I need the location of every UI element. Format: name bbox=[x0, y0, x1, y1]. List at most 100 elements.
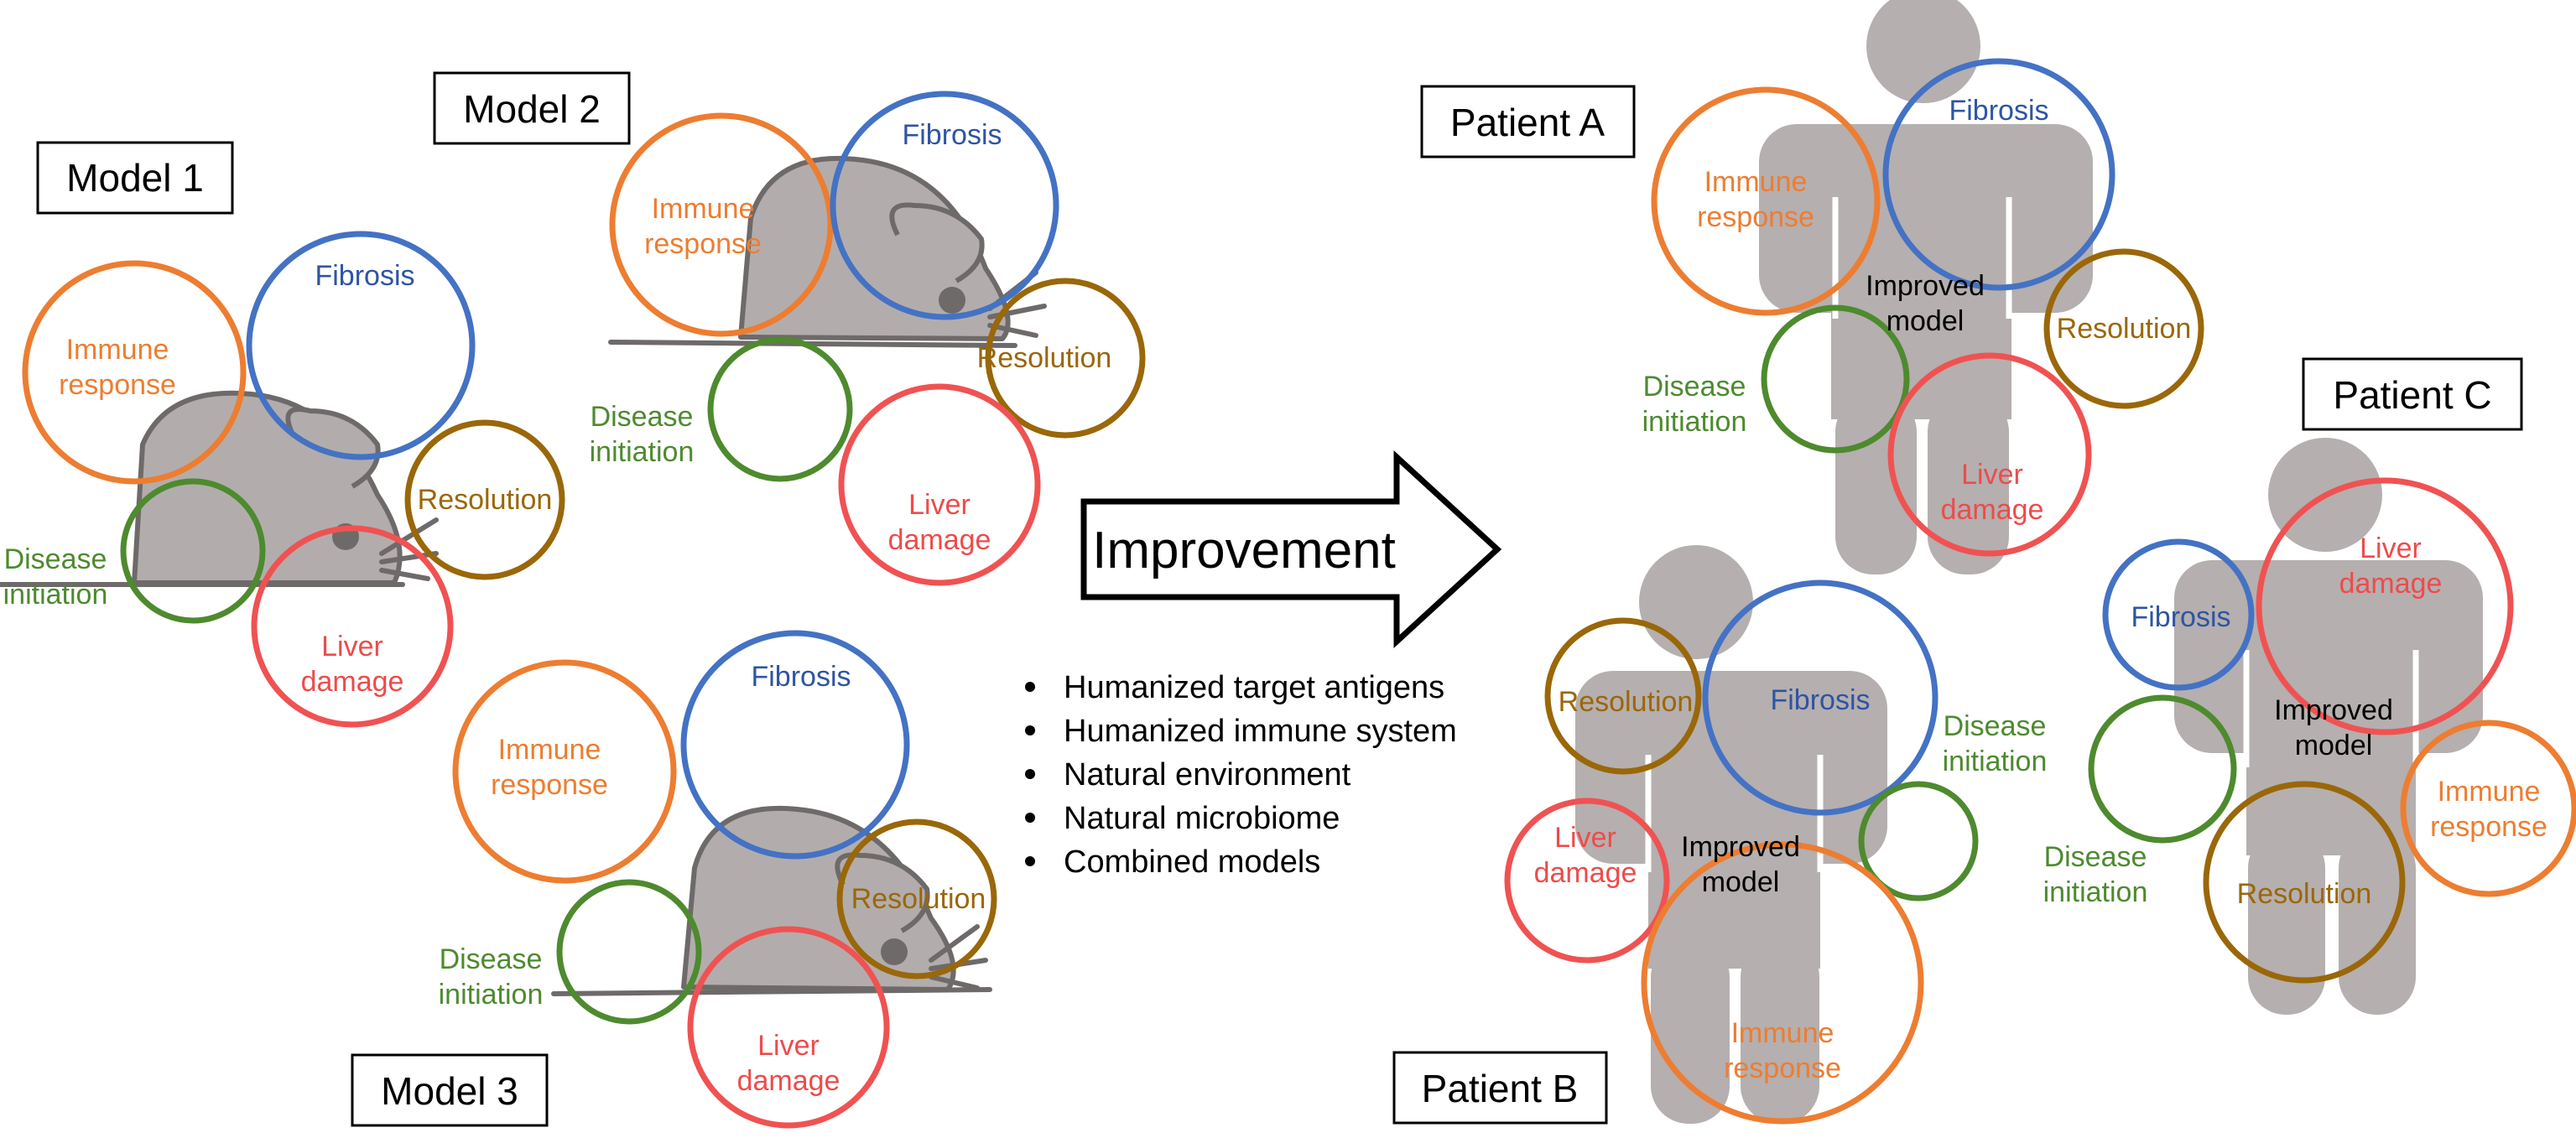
patient-a-disease-circle bbox=[1761, 304, 1910, 454]
patient-c-immune-label-1: Immune bbox=[2438, 776, 2541, 808]
patient-a-title: Patient A bbox=[1450, 101, 1605, 144]
patient-c-disease-label-2: initiation bbox=[2043, 876, 2148, 908]
patient-a-human-icon bbox=[1759, 0, 2093, 574]
model-3-mouse-icon bbox=[551, 805, 992, 996]
model-2-immune-label-2: response bbox=[644, 228, 762, 260]
patient-c-disease-label-1: Disease bbox=[2044, 841, 2147, 873]
patient-a-resolution-label: Resolution bbox=[2057, 313, 2192, 345]
model-1-fibrosis-label: Fibrosis bbox=[315, 260, 414, 292]
patient-c-fibrosis-label: Fibrosis bbox=[2131, 601, 2230, 633]
model-1-immune-circle bbox=[22, 260, 247, 485]
patient-a-immune-circle bbox=[1651, 86, 1881, 316]
patient-b-disease-label-2: initiation bbox=[1943, 746, 2048, 777]
patient-a-group: Patient A Improved model Immune response… bbox=[1420, 0, 2204, 574]
patient-c-liver-label-2: damage bbox=[2339, 568, 2443, 600]
patient-b-fibrosis-label: Fibrosis bbox=[1770, 684, 1870, 716]
improvement-arrow: Improvement bbox=[1080, 450, 1502, 648]
model-2-disease-label-2: initiation bbox=[590, 436, 695, 468]
patient-a-liver-label-1: Liver bbox=[1961, 459, 2023, 491]
patient-b-group: Patient B Improved model Resolution Fibr… bbox=[1392, 545, 2048, 1125]
patient-b-title-box bbox=[1392, 1051, 1608, 1125]
model-2-immune-label-1: Immune bbox=[652, 193, 755, 225]
model-2-liver-label-1: Liver bbox=[908, 489, 971, 521]
model-2-title: Model 2 bbox=[463, 87, 601, 131]
model-2-fibrosis-circle bbox=[830, 91, 1059, 320]
model-3-immune-circle bbox=[452, 659, 677, 884]
patient-c-disease-circle bbox=[2088, 694, 2237, 844]
model-3-resolution-label: Resolution bbox=[851, 883, 986, 915]
patient-a-improved-label-1: Improved bbox=[1866, 270, 1985, 302]
model-2-disease-label-1: Disease bbox=[591, 401, 694, 433]
improvement-label: Improvement bbox=[1092, 522, 1396, 579]
patient-b-resolution-label: Resolution bbox=[1559, 686, 1694, 718]
patient-b-liver-circle bbox=[1504, 798, 1670, 964]
patient-a-immune-label-2: response bbox=[1697, 201, 1814, 233]
patient-a-resolution-circle bbox=[2043, 248, 2204, 409]
model-3-liver-circle bbox=[687, 926, 890, 1129]
patient-b-human-icon bbox=[1575, 545, 1887, 1124]
bullet-item-2: Humanized immune system bbox=[1064, 714, 1457, 749]
patient-c-improved-label-1: Improved bbox=[2274, 694, 2393, 726]
model-2-liver-circle bbox=[838, 383, 1041, 586]
model-1-resolution-label: Resolution bbox=[418, 484, 553, 516]
patient-a-improved-label-2: model bbox=[1886, 305, 1965, 337]
patient-b-disease-label-1: Disease bbox=[1944, 710, 2047, 742]
model-3-title: Model 3 bbox=[381, 1069, 518, 1113]
model-3-disease-label-2: initiation bbox=[439, 979, 544, 1011]
patient-c-resolution-label: Resolution bbox=[2237, 878, 2372, 910]
model-3-fibrosis-circle bbox=[680, 630, 910, 860]
patient-c-group: Patient C Improved model Fibrosis Liver … bbox=[2043, 357, 2576, 1015]
patient-a-fibrosis-circle bbox=[1882, 58, 2115, 291]
model-3-disease-circle bbox=[556, 879, 702, 1025]
patient-b-immune-label-2: response bbox=[1724, 1052, 1841, 1084]
bullet-item-3: Natural environment bbox=[1064, 757, 1351, 792]
patient-c-resolution-circle bbox=[2203, 781, 2406, 984]
model-1-liver-label-1: Liver bbox=[321, 631, 383, 663]
model-3-immune-label-2: response bbox=[491, 769, 608, 801]
model-2-group: Model 2 Immune response Fibrosis Resolut… bbox=[433, 71, 1146, 586]
model-3-fibrosis-label: Fibrosis bbox=[751, 661, 851, 693]
patient-c-liver-circle bbox=[2256, 477, 2514, 735]
model-3-title-box bbox=[351, 1053, 549, 1127]
patient-a-immune-label-1: Immune bbox=[1704, 166, 1808, 198]
patient-b-immune-label-1: Immune bbox=[1731, 1017, 1834, 1049]
patient-c-title-box bbox=[2302, 357, 2523, 431]
model-1-disease-circle bbox=[120, 478, 266, 624]
model-1-disease-label-2: initiation bbox=[3, 579, 108, 611]
patient-c-fibrosis-circle bbox=[2102, 538, 2255, 691]
patient-b-resolution-circle bbox=[1544, 617, 1702, 775]
bullet-item-4: Natural microbiome bbox=[1064, 801, 1340, 836]
patient-b-liver-label-2: damage bbox=[1534, 857, 1637, 889]
model-1-group: Model 1 Immune response Fibrosis Resolut… bbox=[0, 141, 565, 728]
improvement-bullet-list: Humanized target antigens Humanized immu… bbox=[1025, 670, 1457, 880]
patient-b-improved-label-1: Improved bbox=[1681, 831, 1800, 863]
patient-a-title-box bbox=[1420, 85, 1636, 158]
model-2-liver-label-2: damage bbox=[888, 524, 991, 556]
model-2-immune-circle bbox=[609, 112, 834, 337]
bullet-item-1: Humanized target antigens bbox=[1064, 670, 1444, 705]
bullet-dot bbox=[1025, 769, 1035, 779]
patient-a-disease-label-2: initiation bbox=[1642, 406, 1747, 438]
patient-a-disease-label-1: Disease bbox=[1643, 371, 1746, 403]
model-1-liver-label-2: damage bbox=[301, 666, 404, 698]
bullet-dot bbox=[1025, 725, 1035, 735]
model-2-fibrosis-label: Fibrosis bbox=[902, 119, 1002, 151]
patient-b-disease-circle bbox=[1858, 781, 1979, 902]
patient-a-liver-circle bbox=[1887, 352, 2092, 557]
patient-a-fibrosis-label: Fibrosis bbox=[1949, 95, 2048, 127]
model-2-disease-circle bbox=[707, 336, 853, 482]
model-3-liver-label-1: Liver bbox=[757, 1030, 820, 1062]
model-3-immune-label-1: Immune bbox=[498, 734, 601, 766]
model-1-fibrosis-circle bbox=[246, 231, 476, 460]
patient-b-improved-label-2: model bbox=[1702, 866, 1780, 898]
model-2-resolution-label: Resolution bbox=[977, 342, 1112, 374]
bullet-item-5: Combined models bbox=[1064, 844, 1320, 880]
patient-b-fibrosis-circle bbox=[1702, 579, 1939, 816]
model-1-immune-label-2: response bbox=[59, 369, 176, 401]
model-2-resolution-circle bbox=[985, 278, 1146, 439]
patient-c-immune-label-2: response bbox=[2430, 811, 2547, 843]
bullet-dot bbox=[1025, 813, 1035, 823]
model-3-resolution-circle bbox=[836, 818, 997, 980]
